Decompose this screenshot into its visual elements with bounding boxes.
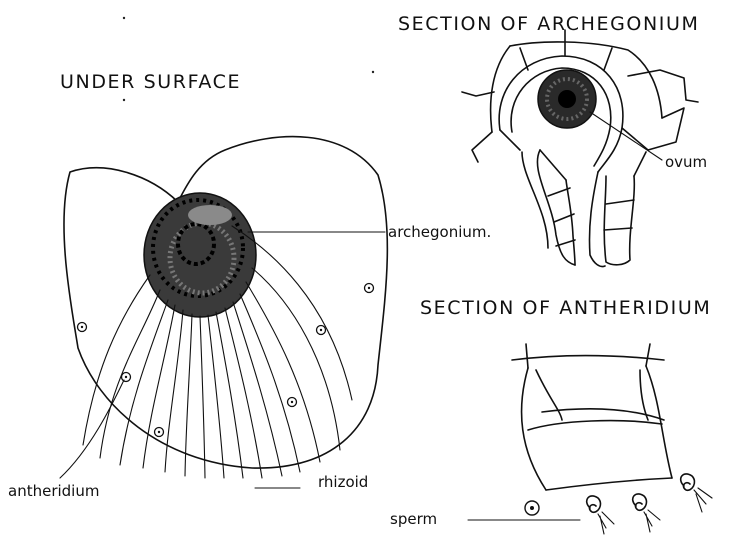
title-under-surface: UNDER SURFACE (60, 71, 241, 93)
antheridium-section (468, 344, 712, 534)
sperm-cells (525, 474, 712, 534)
label-rhizoid: rhizoid (318, 473, 368, 491)
label-sperm: sperm (390, 510, 437, 528)
archegonium-cluster (144, 193, 256, 317)
label-ovum: ovum (665, 153, 707, 171)
thallus-under-surface (60, 137, 387, 488)
label-archegonium: archegonium. (388, 223, 491, 241)
archegonium-section (462, 30, 698, 267)
title-archegonium-section: SECTION OF ARCHEGONIUM (398, 13, 699, 35)
archegonium-neck (537, 150, 575, 265)
title-antheridium-section: SECTION OF ANTHERIDIUM (420, 297, 711, 319)
label-antheridium: antheridium (8, 482, 99, 500)
